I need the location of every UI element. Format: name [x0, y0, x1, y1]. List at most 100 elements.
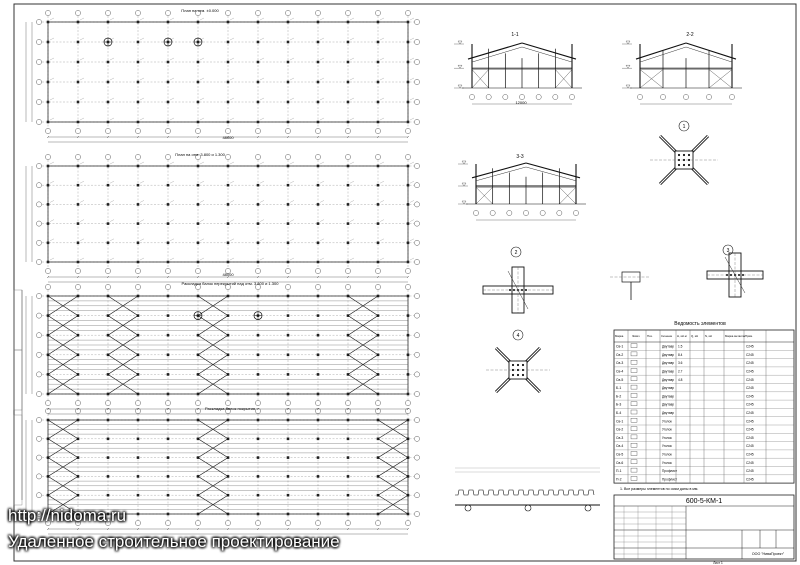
spec-row-section: Уголок [662, 419, 672, 423]
spec-row-value: 3.6 [678, 361, 683, 365]
title-block-org: ООО "НиваПроект" [752, 552, 785, 556]
spec-row-sketch [630, 343, 638, 348]
spec-row-steel: С245 [746, 361, 754, 365]
spec-row-section: Двутавр [662, 361, 674, 365]
spec-row-section: Двутавр [662, 345, 674, 349]
spec-row-sketch [630, 426, 638, 431]
spec-row-steel: С245 [746, 444, 754, 448]
spec-row-value: 1.5 [678, 345, 683, 349]
spec-row-steel: С245 [746, 403, 754, 407]
node-details [455, 134, 764, 512]
spec-row-steel: С245 [746, 345, 754, 349]
watermark-caption: Удаленное строительное проектирование [8, 532, 340, 551]
spec-row-section: Уголок [662, 453, 672, 457]
spec-row-section: Уголок [662, 428, 672, 432]
spec-row-steel: С245 [746, 428, 754, 432]
spec-row-mark: П-1 [616, 469, 622, 473]
section1-span-dim: 12000 [515, 100, 527, 105]
floor-plans [25, 10, 420, 535]
spec-row-section: Двутавр [662, 370, 674, 374]
spec-row-steel: С245 [746, 411, 754, 415]
deck-section [455, 467, 600, 512]
section-3-3 [458, 160, 586, 221]
spec-row-steel: С245 [746, 386, 754, 390]
spec-row-steel: С245 [746, 353, 754, 357]
spec-row-mark: Св-3 [616, 436, 623, 440]
frame-sections [454, 40, 742, 221]
spec-row-sketch [630, 393, 638, 398]
plate-detail [610, 271, 650, 300]
section2-label: 2-2 [686, 32, 693, 38]
spec-row-steel: С245 [746, 453, 754, 457]
plan2-title: План на отм. 3.800 и 1.300 [175, 152, 225, 157]
plan1-title: План на отм. ±0.000 [181, 8, 219, 13]
spec-row-mark: Св-1 [616, 345, 623, 349]
spec-row-section: Двутавр [662, 386, 674, 390]
node3-label: 3 [727, 248, 730, 254]
spec-row-sketch [630, 476, 638, 481]
general-note: 1. Все размеры элементов по осям даны в … [620, 487, 698, 491]
spec-row-sketch [630, 467, 638, 473]
watermark-url[interactable]: http://nidoma.ru [8, 506, 127, 525]
spec-row-steel: С245 [746, 477, 754, 481]
spec-row-sketch [630, 443, 638, 448]
spec-row-section: Двутавр [662, 403, 674, 407]
section3-label: 3-3 [516, 154, 523, 160]
node4-label: 4 [517, 333, 520, 339]
spec-row-section: Двутавр [662, 378, 674, 382]
section1-label: 1-1 [511, 32, 518, 38]
spec-header: Эскиз [632, 334, 640, 338]
plan2-overall-dim: 48000 [222, 272, 234, 277]
spec-row-sketch [630, 434, 638, 440]
plan-ground [25, 10, 420, 143]
spec-row-sketch [630, 451, 638, 456]
spec-title: Ведомость элементов [674, 321, 726, 327]
section-1-1 [454, 40, 582, 105]
spec-row-steel: С245 [746, 378, 754, 382]
spec-row-steel: С245 [746, 469, 754, 473]
spec-row-value: 2.7 [678, 370, 683, 374]
spec-header: Н, кН·м [677, 334, 687, 338]
plan3-title: Раскладка балок перекрытий над отм. 3.80… [182, 281, 280, 286]
spec-row-sketch [630, 351, 638, 357]
node1-label: 1 [683, 124, 686, 130]
spec-row-mark: Б-3 [616, 403, 621, 407]
spec-row-steel: С245 [746, 394, 754, 398]
spec-row-mark: Св-6 [616, 461, 623, 465]
spec-row-mark: Св-3 [616, 361, 623, 365]
spec-row-mark: Св-4 [616, 444, 623, 448]
spec-header: Поз. [647, 334, 653, 338]
spec-row-section: Уголок [662, 461, 672, 465]
node-4-detail [486, 346, 550, 394]
spec-row-section: Двутавр [662, 394, 674, 398]
spec-row-sketch [630, 418, 638, 423]
spec-row-mark: Св-5 [616, 378, 623, 382]
spec-row-value: 4.8 [678, 378, 683, 382]
spec-header: Марка [615, 334, 624, 338]
spec-row-section: Двутавр [662, 411, 674, 415]
spec-row-mark: Св-2 [616, 353, 623, 357]
node2-label: 2 [515, 250, 518, 256]
spec-row-mark: Св-5 [616, 453, 623, 457]
spec-header: N, кН [705, 334, 712, 338]
spec-row-steel: С245 [746, 461, 754, 465]
spec-row-sketch [630, 409, 638, 415]
spec-row-sketch [630, 459, 638, 464]
spec-row-section: Уголок [662, 436, 672, 440]
plan-roof-beams [25, 408, 420, 535]
spec-row-mark: Св-2 [616, 428, 623, 432]
node-3-detail [706, 252, 764, 298]
spec-row-mark: Св-1 [616, 419, 623, 423]
spec-row-mark: Б-4 [616, 411, 621, 415]
spec-row-section: Профлист [662, 477, 678, 481]
spec-header: Q, кН [691, 334, 698, 338]
spec-row-sketch [630, 360, 638, 365]
spec-row-sketch [630, 376, 638, 381]
node-1-detail [650, 134, 718, 186]
spec-row-steel: С245 [746, 370, 754, 374]
spec-row-sketch [630, 368, 638, 373]
plan4-title: Раскладка балок покрытия [205, 406, 255, 411]
node-2-detail [482, 266, 554, 314]
